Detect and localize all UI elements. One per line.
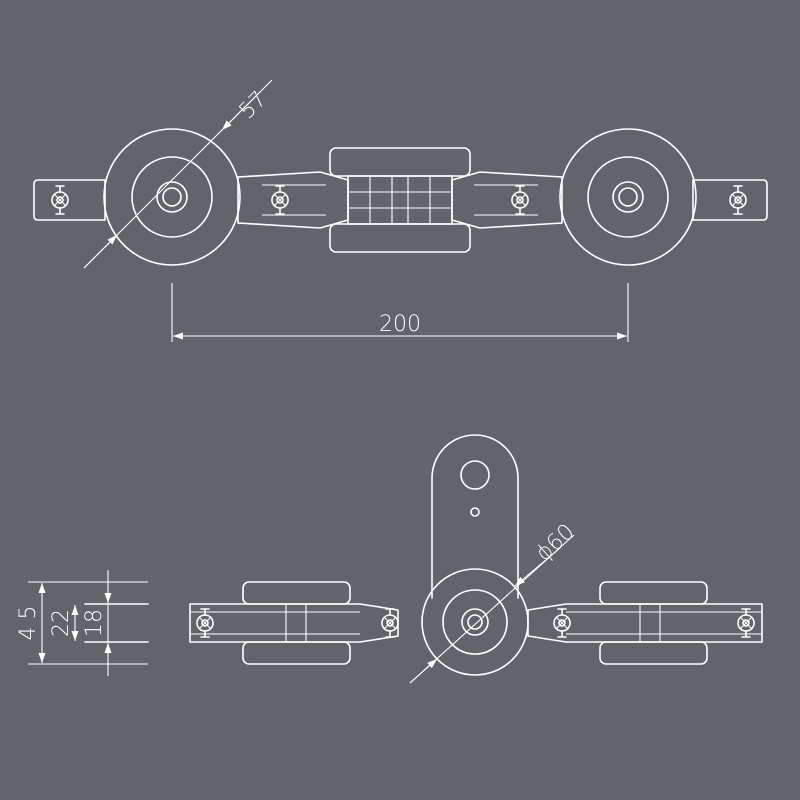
side-profile — [84, 603, 149, 643]
right-roller-lower — [599, 641, 708, 665]
mount-hole — [460, 460, 490, 490]
pin-icon — [511, 185, 529, 215]
hub-width-label: 18 — [82, 609, 107, 637]
pin-icon — [271, 185, 289, 215]
pin-icon — [381, 608, 399, 638]
pin-icon — [553, 608, 571, 638]
right-end-bracket — [692, 179, 768, 221]
center-link-block — [347, 175, 453, 225]
pin-icon — [729, 185, 747, 215]
left-roller-upper — [242, 581, 351, 605]
pin-icon — [196, 608, 214, 638]
left-chain-link — [189, 603, 399, 643]
front-view: ϕ60 4 5 22 18 — [16, 434, 763, 684]
left-wheel — [103, 128, 241, 266]
pin-icon — [51, 185, 69, 215]
top-view: 57 200 — [33, 79, 768, 342]
top-roller-upper — [329, 147, 471, 177]
left-end-bracket — [33, 179, 106, 221]
right-link-plate — [451, 171, 563, 229]
center-wheel — [421, 568, 529, 676]
pin-icon — [737, 608, 755, 638]
left-roller-lower — [242, 641, 351, 665]
bracket-arm — [431, 434, 519, 599]
right-chain-link — [527, 603, 763, 643]
total-height-label: 4 5 — [16, 606, 41, 641]
center-wheel-diameter-label: ϕ60 — [531, 519, 579, 566]
top-roller-lower — [329, 223, 471, 253]
wheel-width-label: 22 — [49, 609, 74, 637]
right-roller-upper — [599, 581, 708, 605]
right-wheel — [559, 128, 697, 266]
wheel-diameter-label: 57 — [235, 87, 272, 124]
wheel-spacing-label: 200 — [379, 312, 421, 337]
left-link-plate — [237, 171, 349, 229]
